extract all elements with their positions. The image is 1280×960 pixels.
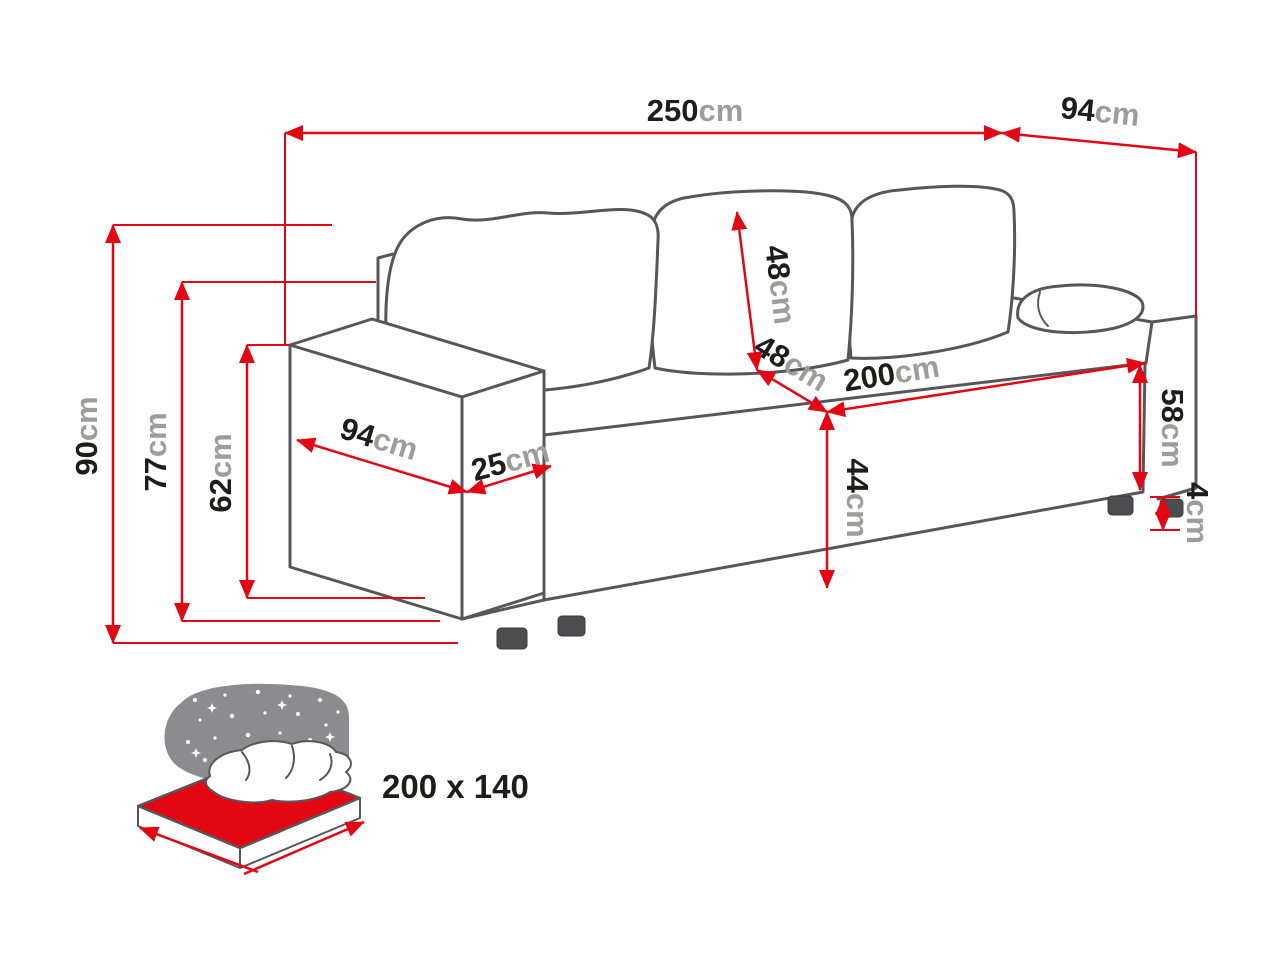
dim-seat-width-label: 200cm [841, 349, 942, 399]
dim-seat-height-label: 44cm [840, 458, 875, 537]
sleeping-area-label: 200 x 140 [382, 768, 529, 805]
right-arm-pillow-fold [1037, 291, 1049, 327]
sofa-leg-right-front [1107, 495, 1134, 516]
dim-backrest-height-ticks [182, 281, 440, 622]
sofa-back-frame-edge [376, 252, 395, 332]
dim-seat-width-line [826, 357, 1146, 418]
dim-armrest-height-ticks [247, 344, 425, 599]
dim-side-height-label: 58cm [1155, 388, 1190, 467]
dim-seat-depth-line [756, 368, 828, 414]
sofa-drawing [288, 184, 1198, 650]
dimension-lines [105, 125, 1197, 644]
dim-total-height-label: 90cm [69, 396, 104, 475]
dim-back-cushion-label: 48cm [758, 243, 802, 326]
dim-back-cushion-line [731, 211, 763, 371]
left-armrest-front-face [460, 369, 546, 621]
sleeping-function-icon: 200 x 140 [136, 683, 529, 876]
sofa-right-front-edge [1144, 320, 1154, 365]
dim-armrest-depth-line [296, 437, 468, 495]
bed-length-arrow [243, 820, 365, 876]
dim-armrest-height-label: 62cm [203, 433, 238, 512]
duvet-folds [241, 745, 333, 781]
dim-total-depth-label: 94cm [1059, 90, 1142, 133]
dim-total-width-label: 250cm [647, 93, 744, 128]
dim-leg-height-ticks [1150, 496, 1180, 531]
sofa-leg-front-mid [557, 615, 586, 637]
sofa-right-outer-edge [1156, 314, 1198, 501]
dim-leg-height-label: 4cm [1180, 482, 1215, 544]
sofa-leg-front-left [496, 627, 528, 650]
bed-width-arrow [139, 826, 259, 874]
dimension-labels: 250cm 94cm 90cm 77cm 62cm 48cm 48cm 200c… [69, 90, 1215, 544]
dim-total-height-ticks [113, 224, 458, 644]
back-cushion-middle [646, 189, 855, 376]
dim-backrest-height-label: 77cm [138, 412, 173, 491]
duvet [204, 740, 352, 804]
dim-armrest-width-line [466, 463, 552, 495]
back-cushion-right [845, 184, 1017, 360]
right-arm-pillow [1016, 283, 1145, 335]
dim-total-depth-line [1001, 126, 1197, 159]
dim-armrest-width-label: 25cm [467, 434, 553, 488]
